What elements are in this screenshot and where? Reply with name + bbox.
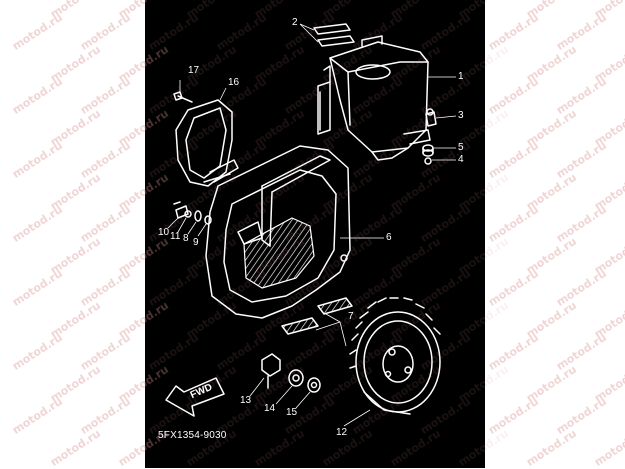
flywheel-fan-part xyxy=(349,297,441,415)
drawing-background xyxy=(145,0,485,468)
callout-1: 1 xyxy=(458,71,464,82)
callout-11: 11 xyxy=(170,231,181,242)
housing-opening xyxy=(243,217,315,289)
callout-2: 2 xyxy=(292,17,298,28)
callout-7: 7 xyxy=(348,311,354,322)
callout-12: 12 xyxy=(336,427,348,438)
callout-3: 3 xyxy=(458,110,464,121)
flywheel-nut-part xyxy=(261,353,321,393)
callout-15: 15 xyxy=(286,407,298,418)
document-code: 5FX1354-9030 xyxy=(158,430,227,441)
fwd-arrow xyxy=(165,377,225,417)
damper-part xyxy=(281,297,353,335)
callout-13: 13 xyxy=(240,395,252,406)
callout-5: 5 xyxy=(458,142,464,153)
seal-part xyxy=(313,23,355,47)
leader-lines xyxy=(167,23,457,427)
band-part xyxy=(175,99,239,187)
callout-17: 17 xyxy=(188,65,200,76)
callout-8: 8 xyxy=(183,233,189,244)
bolt-washer-nut-part xyxy=(422,108,437,165)
housing-bolts-part xyxy=(173,201,212,225)
callout-9: 9 xyxy=(193,237,199,248)
screw-part xyxy=(173,91,193,103)
callout-4: 4 xyxy=(458,154,464,165)
callout-6: 6 xyxy=(386,232,392,243)
callout-14: 14 xyxy=(264,403,276,414)
callout-16: 16 xyxy=(228,77,240,88)
callout-10: 10 xyxy=(158,227,170,238)
cylinder-shroud-part xyxy=(317,35,431,161)
